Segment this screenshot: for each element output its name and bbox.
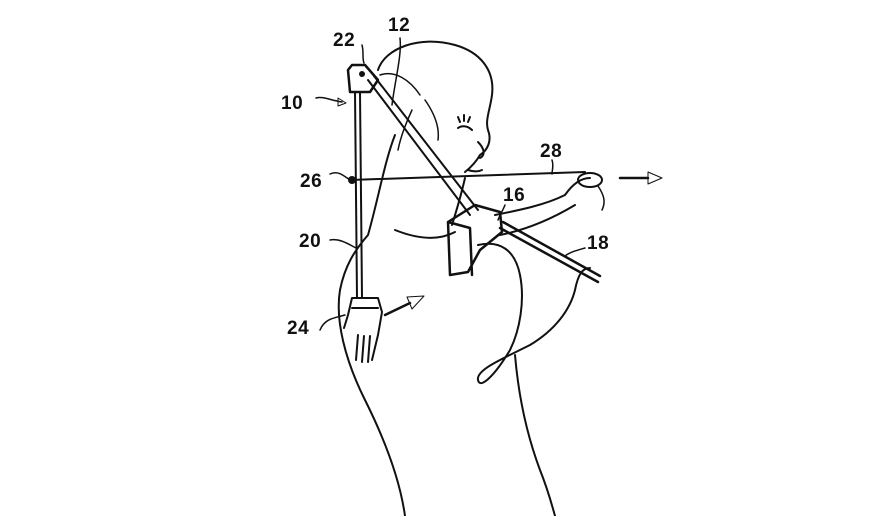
leader-22 [361,44,365,64]
numeral-12: 12 [388,15,411,36]
numeral-26: 26 [300,171,323,192]
head-outline [377,40,494,173]
horizontal-cable [349,171,586,181]
leader-18 [564,247,586,257]
numeral-20: 20 [299,231,322,252]
cable-handle [577,172,603,188]
leader-26 [329,171,351,181]
leader-20 [329,238,357,249]
body-right-side [514,354,556,517]
numeral-18: 18 [587,233,610,254]
pulley-pin [359,71,365,77]
eye [457,114,473,131]
leader-24 [319,314,346,331]
leader-12 [391,37,402,106]
leader-28 [551,159,554,175]
hand-weight [343,297,383,363]
right-arm [476,242,591,385]
numeral-16: 16 [503,185,526,206]
numeral-28: 28 [540,141,563,162]
numeral-10: 10 [281,93,304,114]
diagonal-bar [498,226,600,284]
cable-stop [348,176,356,184]
nose-mouth [467,141,485,173]
front-torso [394,177,466,239]
hand-motion-arrow [383,295,425,317]
leader-10 [315,96,343,103]
neck-back [337,134,406,517]
upper-diagonal-strap [367,79,471,216]
leader-16 [497,204,506,221]
hair-detail [379,73,440,151]
shoulder-pack [446,203,504,277]
vertical-cable [354,91,358,299]
pull-direction-arrow [618,171,663,185]
numeral-22: 22 [333,30,356,51]
numeral-24: 24 [287,318,310,339]
